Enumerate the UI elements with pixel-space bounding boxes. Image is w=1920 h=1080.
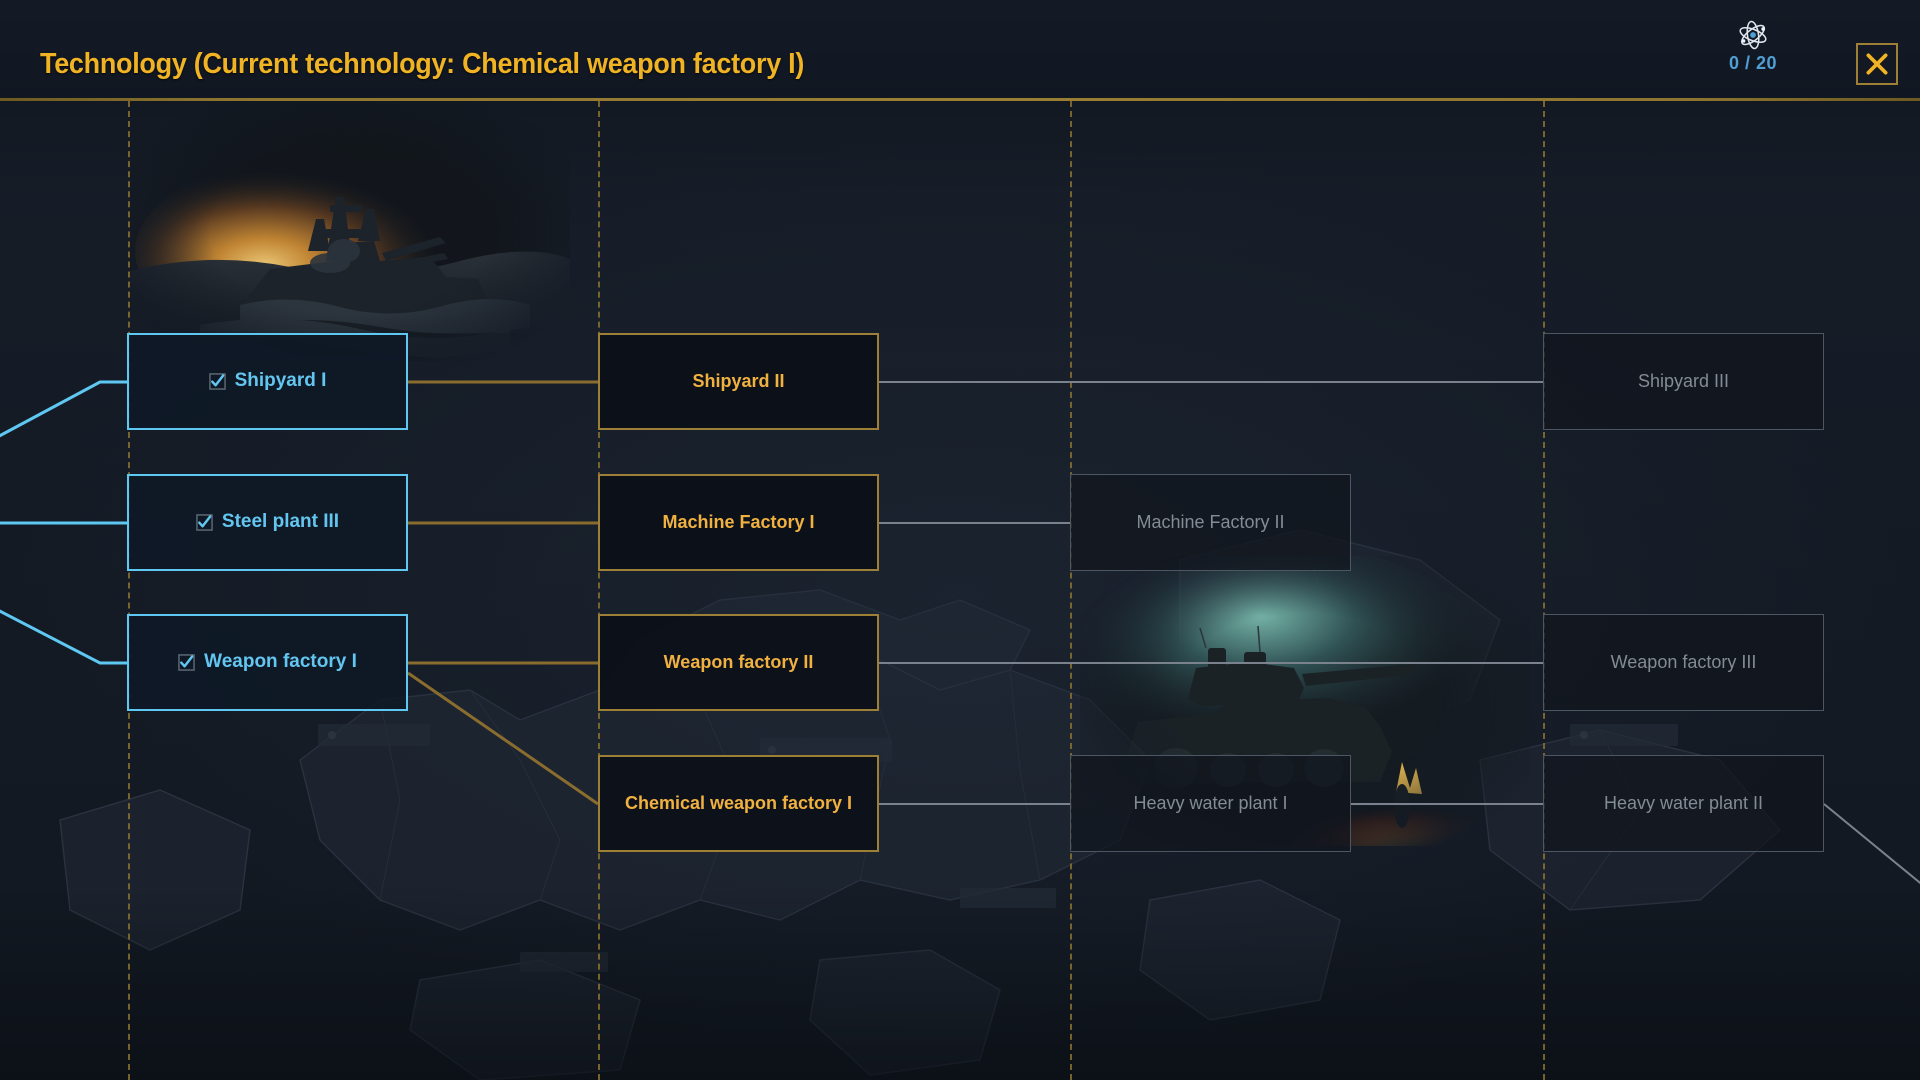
link-weapon-factory-1-to-chemical-weapon-factory-1: [407, 671, 599, 806]
tech-node-machine-factory-1-label: Machine Factory I: [662, 511, 815, 532]
tech-node-chemical-weapon-factory-1-label: Chemical weapon factory I: [624, 792, 853, 813]
close-button[interactable]: [1856, 43, 1898, 85]
link-heavy-water-plant-2-to-offscreen: [1823, 803, 1920, 885]
header-bar: Technology (Current technology: Chemical…: [0, 0, 1920, 101]
research-points-indicator: 0 / 20: [1698, 18, 1808, 74]
tech-node-heavy-water-plant-2-label: Heavy water plant II: [1603, 792, 1764, 813]
tech-node-machine-factory-1[interactable]: Machine Factory I: [598, 474, 879, 571]
tech-node-weapon-factory-1-text: Weapon factory I: [204, 651, 357, 673]
tech-node-shipyard-1[interactable]: Shipyard I: [127, 333, 408, 430]
column-3-divider: [1070, 101, 1072, 1080]
tech-node-shipyard-1-text: Shipyard I: [234, 370, 327, 392]
tech-node-steel-plant-3-label: Steel plant III: [196, 511, 339, 533]
tech-node-heavy-water-plant-1-label: Heavy water plant I: [1133, 792, 1288, 813]
atom-icon: [1739, 20, 1767, 50]
tech-node-shipyard-2[interactable]: Shipyard II: [598, 333, 879, 430]
tech-node-weapon-factory-1-label: Weapon factory I: [178, 651, 357, 673]
tech-node-shipyard-3[interactable]: Shipyard III: [1543, 333, 1824, 430]
column-2-divider: [598, 101, 600, 1080]
tech-node-chemical-weapon-factory-1[interactable]: Chemical weapon factory I: [598, 755, 879, 852]
research-count-label: 0 / 20: [1728, 53, 1778, 73]
tech-node-weapon-factory-3-label: Weapon factory III: [1610, 651, 1757, 672]
tech-node-shipyard-1-label: Shipyard I: [208, 370, 327, 392]
link-offscreen-to-shipyard-1: [0, 380, 127, 438]
column-1-divider: [128, 101, 130, 1080]
tech-node-weapon-factory-3[interactable]: Weapon factory III: [1543, 614, 1824, 711]
tech-node-shipyard-3-label: Shipyard III: [1637, 370, 1730, 391]
tech-node-steel-plant-3-text: Steel plant III: [221, 511, 340, 533]
tech-node-weapon-factory-1[interactable]: Weapon factory I: [127, 614, 408, 711]
tech-node-shipyard-2-label: Shipyard II: [692, 370, 785, 391]
column-4-divider: [1543, 101, 1545, 1080]
checked-checkbox-icon: [208, 373, 226, 390]
tech-node-machine-factory-2[interactable]: Machine Factory II: [1070, 474, 1351, 571]
tech-node-weapon-factory-2-label: Weapon factory II: [663, 651, 814, 672]
tech-node-heavy-water-plant-2[interactable]: Heavy water plant II: [1543, 755, 1824, 852]
checked-checkbox-icon: [196, 514, 213, 531]
page-title: Technology (Current technology: Chemical…: [40, 48, 805, 80]
checked-checkbox-icon: [178, 654, 195, 671]
tech-node-machine-factory-2-label: Machine Factory II: [1136, 511, 1285, 532]
link-offscreen-to-weapon-factory-1: [0, 609, 127, 665]
tech-node-steel-plant-3[interactable]: Steel plant III: [127, 474, 408, 571]
connector-layer: [0, 380, 1920, 885]
tech-node-weapon-factory-2[interactable]: Weapon factory II: [598, 614, 879, 711]
tech-tree-canvas: Shipyard I Steel plant III Weapon factor…: [0, 101, 1920, 1080]
close-icon: [1866, 53, 1888, 75]
tech-node-heavy-water-plant-1[interactable]: Heavy water plant I: [1070, 755, 1351, 852]
